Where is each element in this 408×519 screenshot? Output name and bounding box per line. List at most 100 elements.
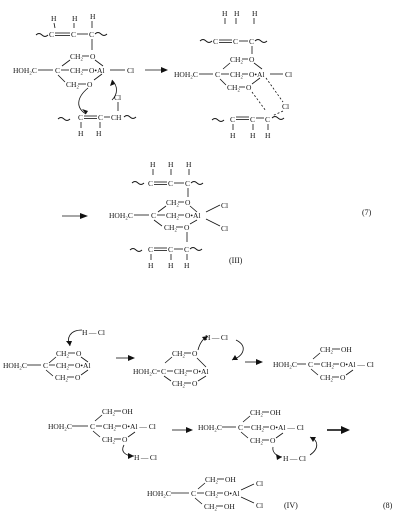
product-iii: H H H C C C CH₂ O HOH₂C C CH₂ O•Al Cl Cl… — [109, 160, 243, 270]
atom-o-al: O•Al — [193, 367, 209, 376]
atom-c: C — [215, 70, 220, 79]
atom-o: O — [122, 435, 128, 444]
atom-ch2: CH₂ — [227, 83, 240, 92]
atom-c: C — [49, 30, 54, 39]
atom-ch2: CH₂ — [320, 345, 333, 354]
atom-cl: Cl — [221, 224, 228, 233]
atom-h: H — [230, 131, 236, 140]
atom-oh: OH — [224, 502, 235, 511]
atom-c: C — [213, 37, 218, 46]
atom-h-cl: H — Cl — [134, 453, 157, 462]
atom-h: H — [168, 261, 174, 270]
reaction-arrow-bold — [327, 426, 350, 434]
atom-h: H — [184, 261, 190, 270]
atom-c: C — [168, 245, 173, 254]
atom-h: H — [250, 131, 256, 140]
atom-ch2: CH₂ — [172, 349, 185, 358]
atom-ch2: CH₂ — [166, 198, 179, 207]
atom-c: C — [249, 37, 254, 46]
atom-c: C — [250, 115, 255, 124]
atom-ch2: CH₂ — [70, 52, 83, 61]
atom-c: C — [168, 179, 173, 188]
atom-cl: Cl — [256, 501, 263, 510]
atom-c: C — [43, 361, 48, 370]
atom-hoh2c: HOH₂C — [3, 361, 27, 370]
atom-h: H — [148, 261, 154, 270]
atom-ch2: CH₂ — [205, 475, 218, 484]
atom-o: O — [75, 373, 81, 382]
atom-hoh2c: HOH₂C — [13, 66, 37, 75]
atom-ch2: CH₂ — [321, 360, 334, 369]
atom-hoh2c: HOH₂C — [273, 360, 297, 369]
atom-o: O — [87, 80, 93, 89]
atom-o-al: O•Al — [185, 211, 201, 220]
atom-ch2: CH₂ — [56, 349, 69, 358]
atom-cl: Cl — [285, 70, 292, 79]
atom-c: C — [265, 115, 270, 124]
atom-c: C — [191, 489, 196, 498]
atom-ch2: CH₂ — [55, 373, 68, 382]
atom-c: C — [55, 66, 60, 75]
r8-step2-reactant: CH₂ OH HOH₂C C CH₂ O•Al — Cl CH₂ O H — C… — [48, 407, 157, 462]
atom-ch2: CH₂ — [205, 489, 218, 498]
atom-o-al: O•Al — [75, 361, 91, 370]
r8-step1-product: CH₂ OH HOH₂C C CH₂ O•Al — Cl CH₂ O — [273, 345, 374, 382]
atom-hoh2c: HOH₂C — [147, 489, 171, 498]
atom-ch2: CH₂ — [56, 361, 69, 370]
atom-ch2: CH₂ — [102, 435, 115, 444]
r8-step2-intermediate: CH₂ OH HOH₂C C CH₂ O•Al — Cl CH₂ O H — C… — [198, 408, 318, 463]
product-label-iv: (IV) — [284, 501, 298, 510]
atom-ch2: CH₂ — [230, 70, 243, 79]
atom-ch2: CH₂ — [172, 379, 185, 388]
atom-ch2: CH₂ — [174, 367, 187, 376]
reaction-arrow — [62, 213, 88, 219]
atom-h: H — [51, 14, 57, 23]
atom-hoh2c: HOH₂C — [48, 422, 72, 431]
atom-o: O — [270, 436, 276, 445]
product-iv: CH₂ OH HOH₂C C CH₂ O•Al Cl Cl CH₂ OH (IV… — [147, 475, 298, 511]
atom-oh: OH — [270, 408, 281, 417]
atom-c: C — [308, 360, 313, 369]
atom-cl: Cl — [114, 93, 121, 102]
atom-cl: Cl — [127, 66, 134, 75]
atom-ch2: CH₂ — [230, 55, 243, 64]
atom-o-al: O•Al — [224, 489, 240, 498]
atom-h: H — [78, 129, 84, 138]
atom-h: H — [222, 9, 228, 18]
atom-o: O — [192, 349, 198, 358]
atom-o: O — [185, 198, 191, 207]
atom-h: H — [72, 14, 78, 23]
atom-ch2: CH₂ — [164, 223, 177, 232]
atom-ch2: CH₂ — [251, 423, 264, 432]
atom-c: C — [238, 423, 243, 432]
atom-hoh2c: HOH₂C — [109, 211, 133, 220]
atom-hoh2c: HOH₂C — [198, 423, 222, 432]
atom-o: O — [192, 379, 198, 388]
atom-h: H — [234, 9, 240, 18]
r7-reactant-polymer-diol-complex: H H H C C C CH₂ O HOH₂C C CH₂ O•Al Cl CH… — [13, 12, 137, 138]
reaction-arrow — [172, 427, 193, 433]
atom-ch2: CH₂ — [70, 66, 83, 75]
atom-ch: CH — [111, 113, 122, 122]
r8-step1-reactant: H — Cl CH₂ O HOH₂C C CH₂ O•Al CH₂ O — [3, 328, 105, 382]
product-label-iii: (III) — [229, 256, 243, 265]
atom-ch2: CH₂ — [102, 407, 115, 416]
atom-o: O — [246, 83, 252, 92]
atom-h: H — [252, 9, 258, 18]
atom-h: H — [265, 131, 271, 140]
atom-o: O — [184, 223, 190, 232]
atom-o-al-cl: O•Al — Cl — [122, 422, 156, 431]
atom-h: H — [186, 160, 192, 169]
atom-o: O — [76, 349, 82, 358]
atom-c: C — [151, 211, 156, 220]
atom-ch2: CH₂ — [250, 436, 263, 445]
atom-c: C — [233, 37, 238, 46]
atom-o-al: O•Al — [249, 70, 265, 79]
atom-o-al: O•Al — [89, 66, 105, 75]
atom-c: C — [90, 422, 95, 431]
equation-number-7: (7) — [362, 208, 372, 217]
atom-c: C — [98, 113, 103, 122]
equation-number-8: (8) — [383, 501, 393, 510]
atom-o-al-cl: O•Al — Cl — [340, 360, 374, 369]
atom-c: C — [230, 115, 235, 124]
